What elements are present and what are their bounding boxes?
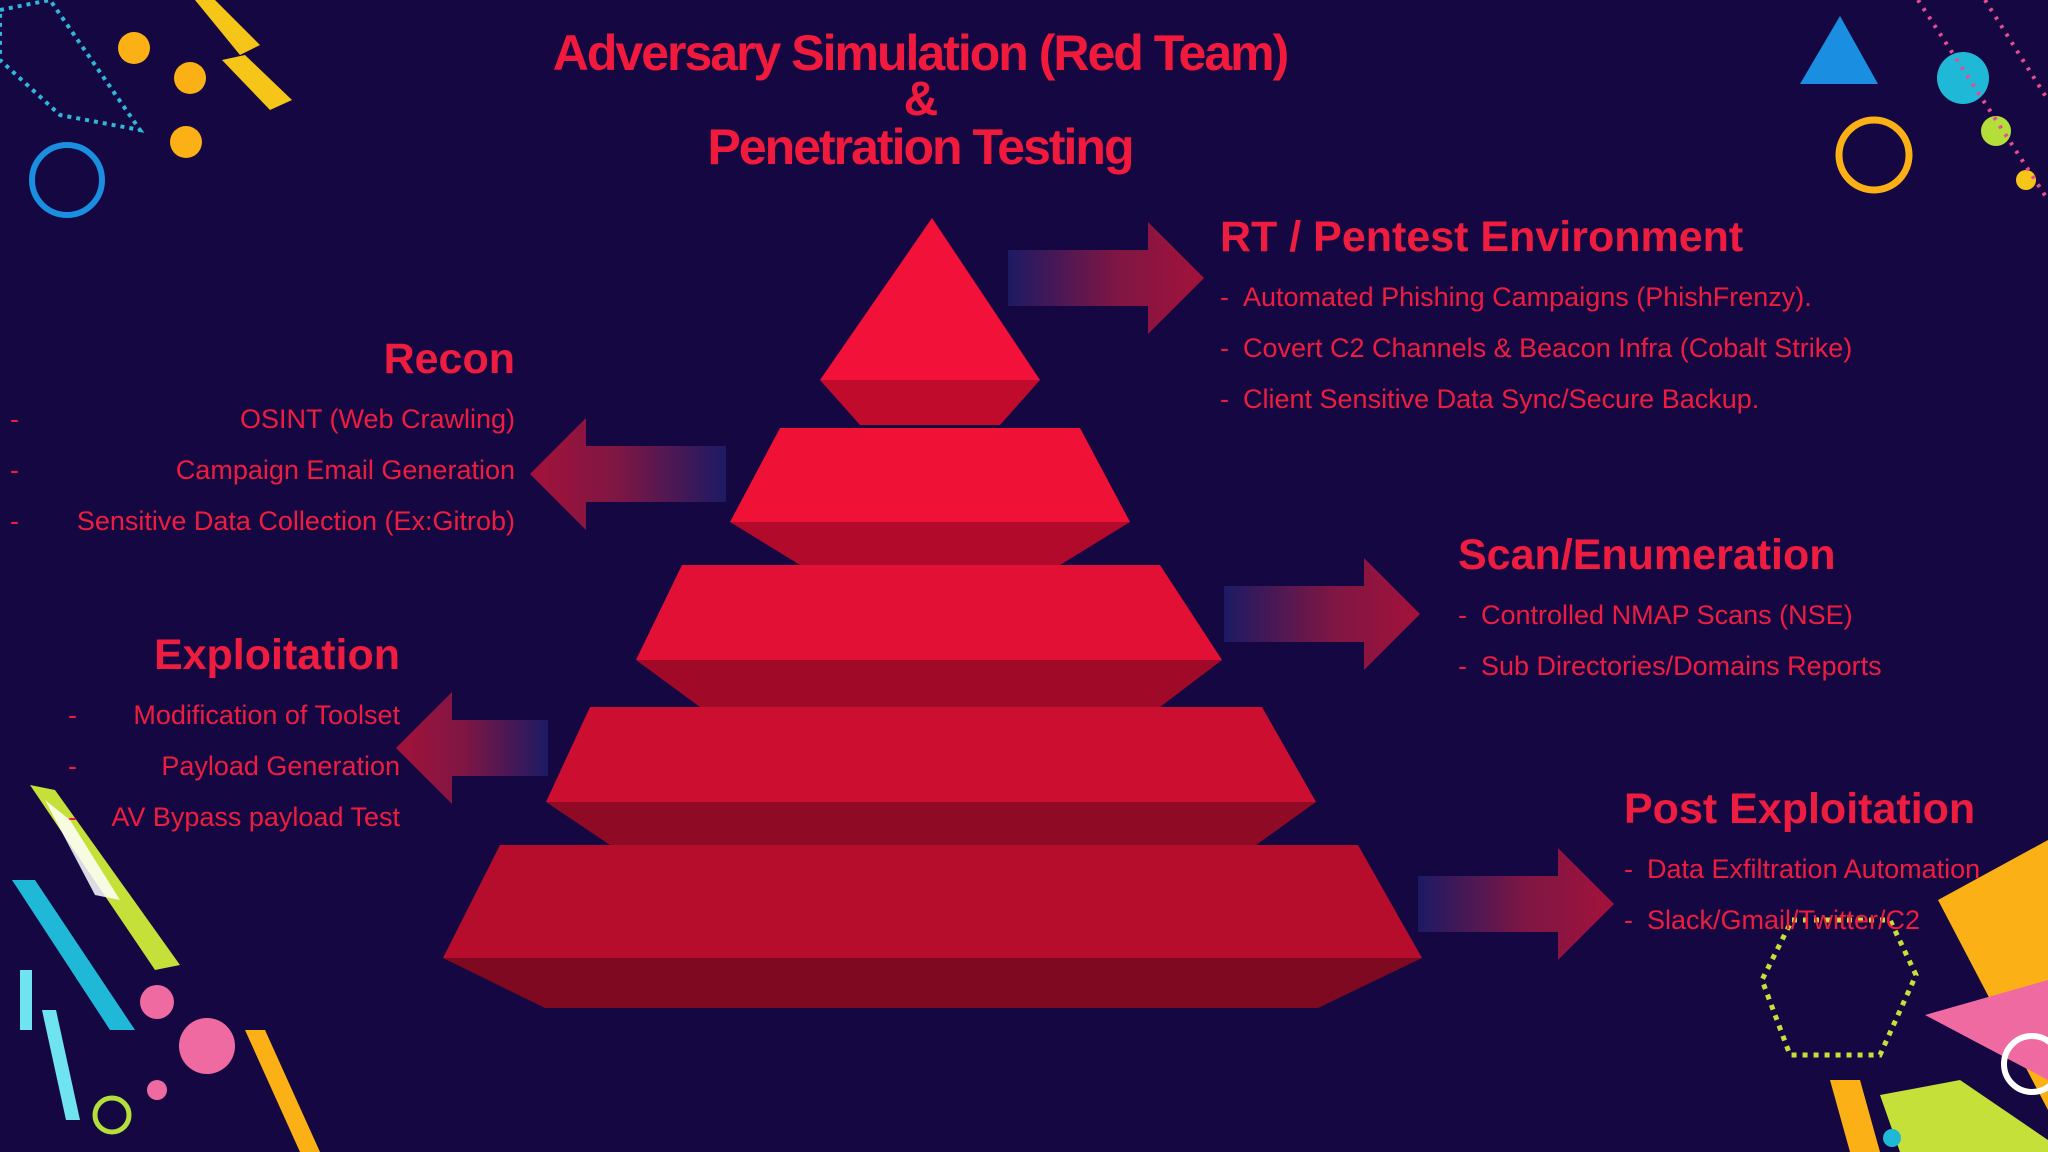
list-item: -AV Bypass payload Test	[68, 802, 400, 832]
title-line-3: Penetration Testing	[707, 119, 1135, 175]
yellow-dot-top-right	[2016, 170, 2036, 190]
blue-triangle-top-right	[1800, 16, 1878, 84]
list-item: -Sensitive Data Collection (Ex:Gitrob)	[10, 506, 515, 536]
list-item: -Modification of Toolset	[68, 700, 400, 730]
pink-dot-bottom-left-3	[147, 1080, 167, 1100]
arrow-rt-env	[1008, 222, 1204, 334]
section-scan-enumeration: Scan/Enumeration -Controlled NMAP Scans …	[1458, 530, 1882, 692]
teal-dot-bottom-right	[1883, 1129, 1901, 1147]
list-item: -Client Sensitive Data Sync/Secure Backu…	[1220, 384, 1760, 414]
blue-ring-top-left	[29, 142, 105, 218]
title-ampersand: &	[903, 73, 939, 126]
arrow-recon	[530, 418, 726, 530]
list-item: -Slack/Gmail/Twitter/C2	[1624, 905, 1921, 935]
pyramid-layer-2	[730, 428, 1130, 522]
pyramid-layer-5-shadow	[443, 958, 1422, 1008]
list-item: -Controlled NMAP Scans (NSE)	[1458, 600, 1853, 630]
list-item: -Sub Directories/Domains Reports	[1458, 651, 1882, 681]
teal-dot-top-right	[1937, 52, 1989, 104]
pyramid-layer-3-shadow	[636, 660, 1222, 707]
orange-dot	[170, 126, 202, 158]
section-heading: Recon	[383, 335, 515, 383]
orange-dot	[174, 62, 206, 94]
section-heading: Post Exploitation	[1624, 785, 1976, 833]
section-heading: Scan/Enumeration	[1458, 531, 1836, 579]
white-ring-bottom-right	[2001, 1033, 2048, 1095]
title-line-1: Adversary Simulation (Red Team)	[552, 25, 1290, 81]
pyramid-layer-4-shadow	[546, 802, 1316, 845]
arrow-exploitation	[396, 692, 548, 804]
arrow-scan	[1224, 558, 1420, 670]
pink-wedge-bottom-right	[1925, 980, 2048, 1080]
pyramid-layer-3	[636, 565, 1222, 660]
list-item: -Automated Phishing Campaigns (PhishFren…	[1220, 282, 1812, 312]
section-heading: Exploitation	[153, 631, 400, 679]
orange-ring-top-right	[1835, 116, 1913, 194]
orange-stripe-bottom-right	[1830, 1080, 1880, 1152]
lime-dot-top-right	[1981, 116, 2011, 146]
pink-dot-bottom-left-2	[179, 1018, 235, 1074]
list-item: -OSINT (Web Crawling)	[10, 404, 515, 434]
section-post-exploitation: Post Exploitation -Data Exfiltration Aut…	[1624, 784, 1980, 946]
cyan-bar-bottom-left-2	[42, 1010, 80, 1120]
pyramid-layer-5	[443, 845, 1422, 958]
orange-stripe-bottom-left	[245, 1030, 320, 1152]
pyramid-layer-2-shadow	[730, 522, 1130, 565]
orange-dot	[118, 32, 150, 64]
pyramid-apex-shadow	[820, 380, 1040, 425]
section-rt-environment: RT / Pentest Environment -Automated Phis…	[1220, 212, 1852, 425]
white-stripe-bottom-left	[45, 800, 120, 900]
dotted-hexagon-bottom-right	[1759, 917, 1919, 1058]
cyan-bar-bottom-left	[20, 970, 32, 1030]
pyramid-apex	[820, 218, 1040, 380]
list-item: -Campaign Email Generation	[10, 455, 515, 485]
teal-stripe-bottom-left	[12, 880, 135, 1030]
lime-wedge-bottom-right	[1880, 1080, 2048, 1152]
list-item: -Covert C2 Channels & Beacon Infra (Coba…	[1220, 333, 1853, 363]
list-item: -Data Exfiltration Automation	[1624, 854, 1981, 884]
pyramid-layer-4	[546, 707, 1316, 802]
section-heading: RT / Pentest Environment	[1220, 213, 1744, 261]
section-exploitation: Exploitation -Modification of Toolset -P…	[68, 630, 400, 843]
yellow-stripe-top-left-2	[222, 55, 292, 110]
pink-dot-bottom-left	[140, 985, 174, 1019]
arrow-post-exploitation	[1418, 848, 1614, 960]
list-item: -Payload Generation	[68, 751, 400, 781]
yellow-stripe-top-left	[195, 0, 260, 55]
section-recon: Recon -OSINT (Web Crawling) -Campaign Em…	[10, 334, 515, 547]
lime-ring-bottom-left	[92, 1095, 132, 1135]
